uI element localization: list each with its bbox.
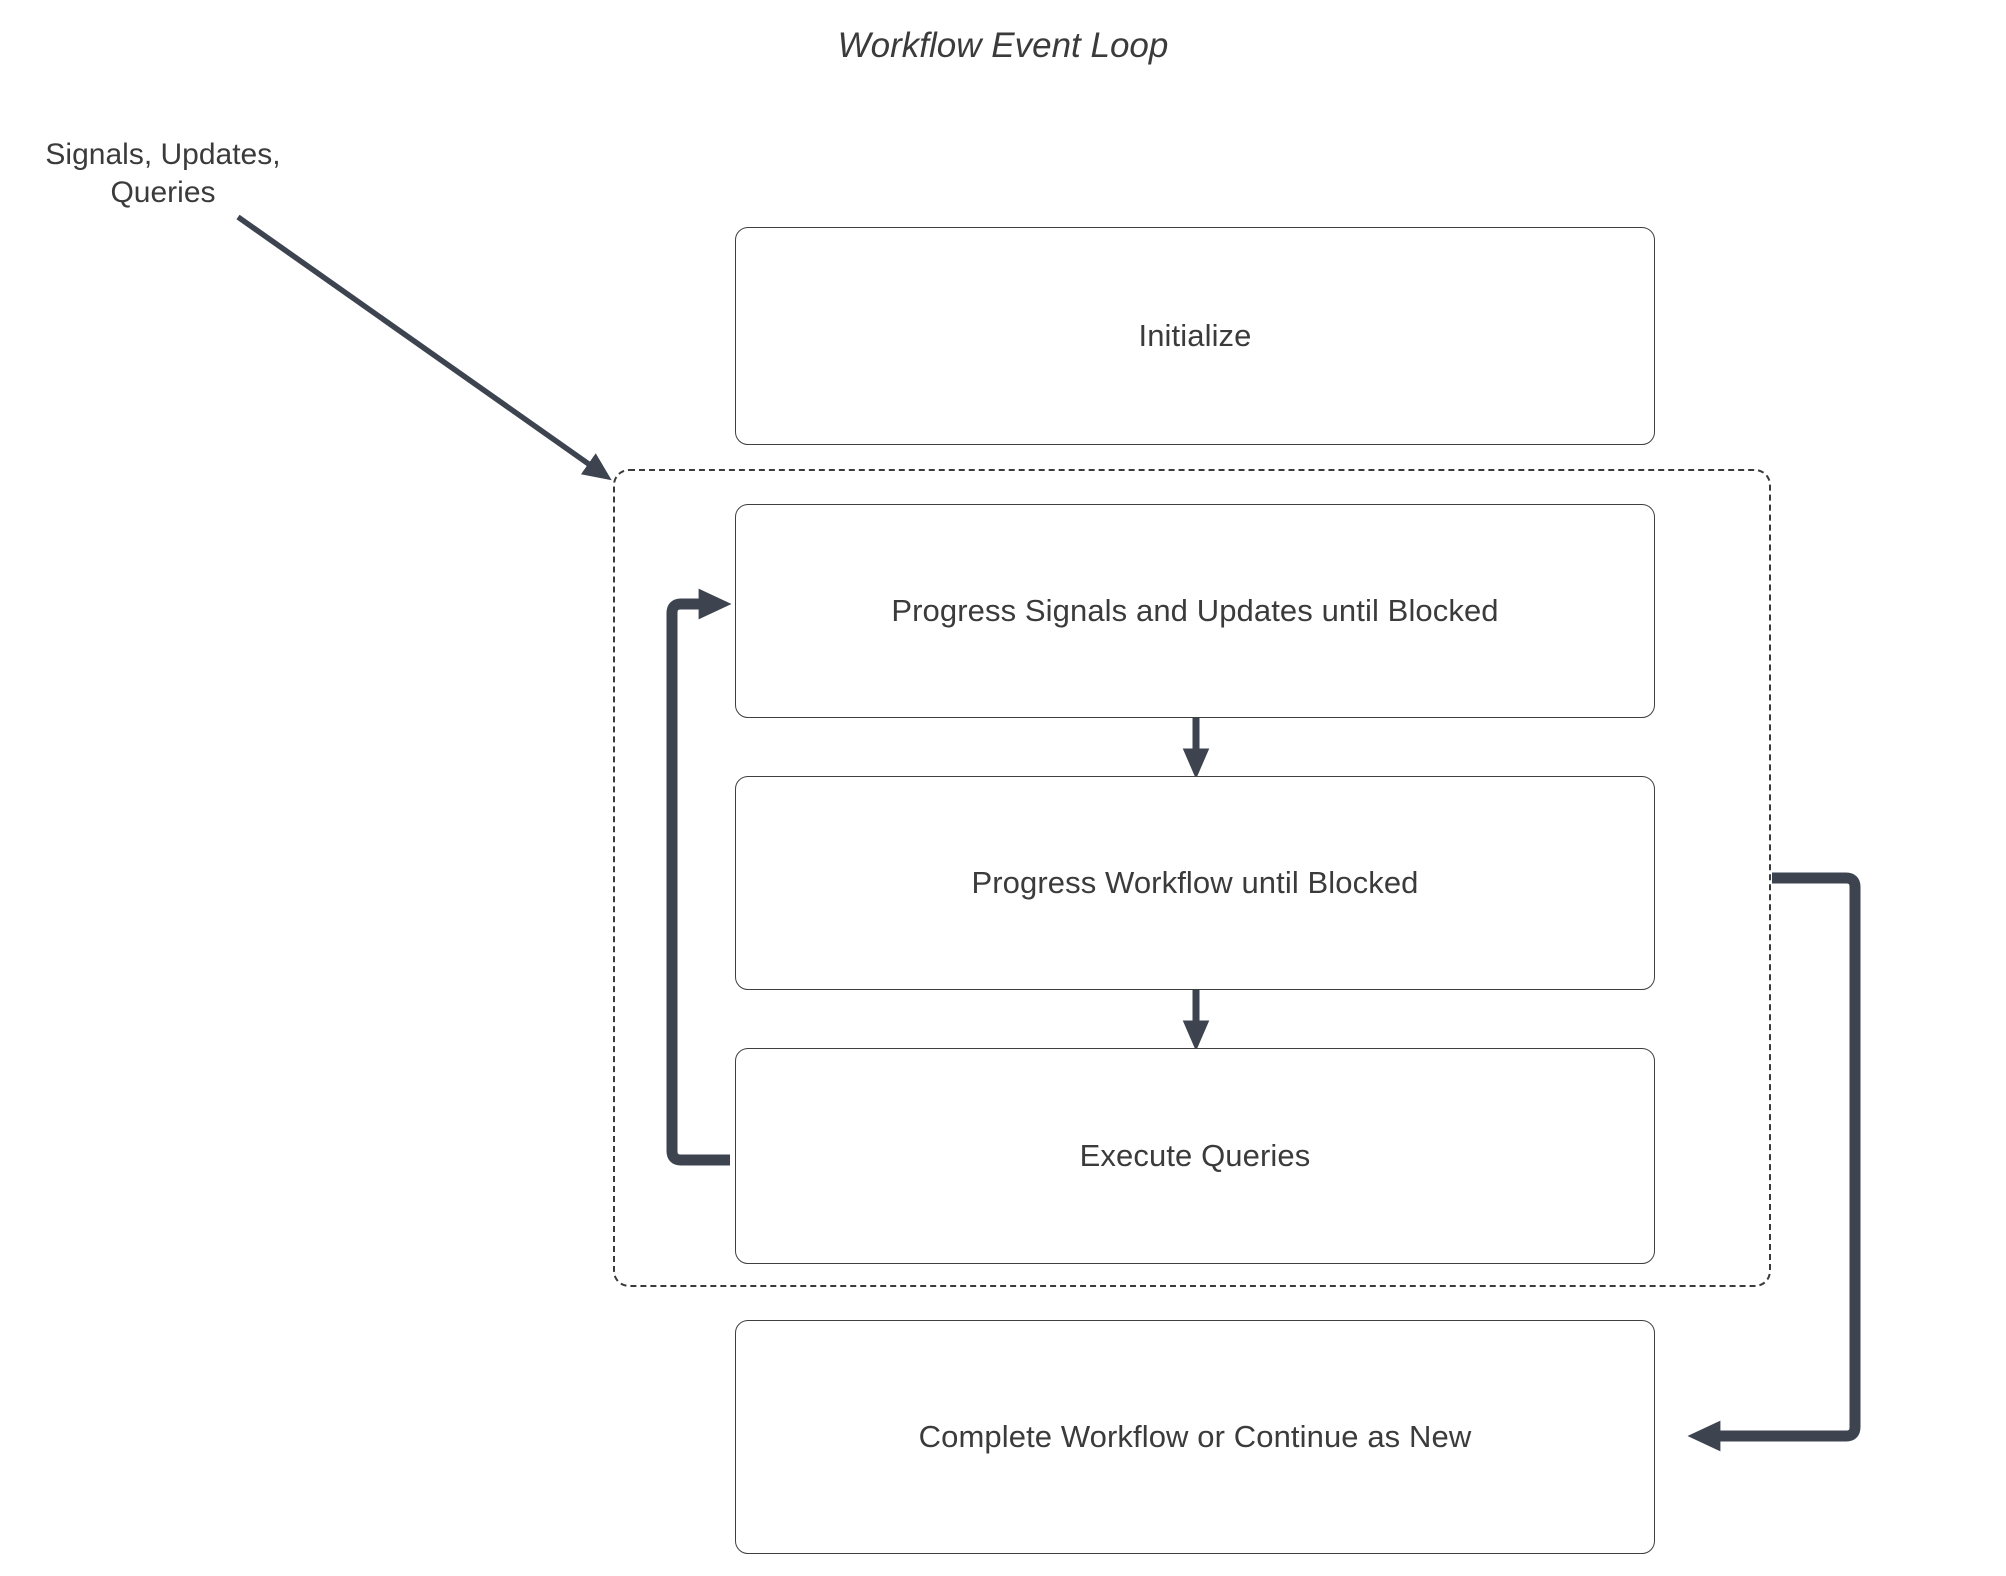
node-complete-workflow-label: Complete Workflow or Continue as New (918, 1418, 1472, 1454)
node-progress-signals[interactable]: Progress Signals and Updates until Block… (735, 504, 1655, 718)
node-progress-workflow-label: Progress Workflow until Blocked (971, 864, 1419, 900)
edge-external-input (236, 214, 612, 481)
node-progress-signals-label: Progress Signals and Updates until Block… (891, 592, 1499, 628)
edge-loop-to-complete (1687, 872, 1861, 1452)
input-label-line-2: Queries (110, 176, 216, 210)
node-initialize[interactable]: Initialize (735, 227, 1655, 445)
page-title: Workflow Event Loop (837, 26, 1169, 65)
node-execute-queries[interactable]: Execute Queries (735, 1048, 1655, 1264)
node-initialize-label: Initialize (1138, 317, 1252, 353)
node-complete-workflow[interactable]: Complete Workflow or Continue as New (735, 1320, 1655, 1554)
node-progress-workflow[interactable]: Progress Workflow until Blocked (735, 776, 1655, 990)
input-signals-label: Signals, Updates, Queries (18, 136, 308, 213)
node-execute-queries-label: Execute Queries (1079, 1137, 1311, 1173)
input-label-line-1: Signals, Updates, (45, 138, 281, 171)
edge-queries-loop-back (666, 588, 732, 1166)
